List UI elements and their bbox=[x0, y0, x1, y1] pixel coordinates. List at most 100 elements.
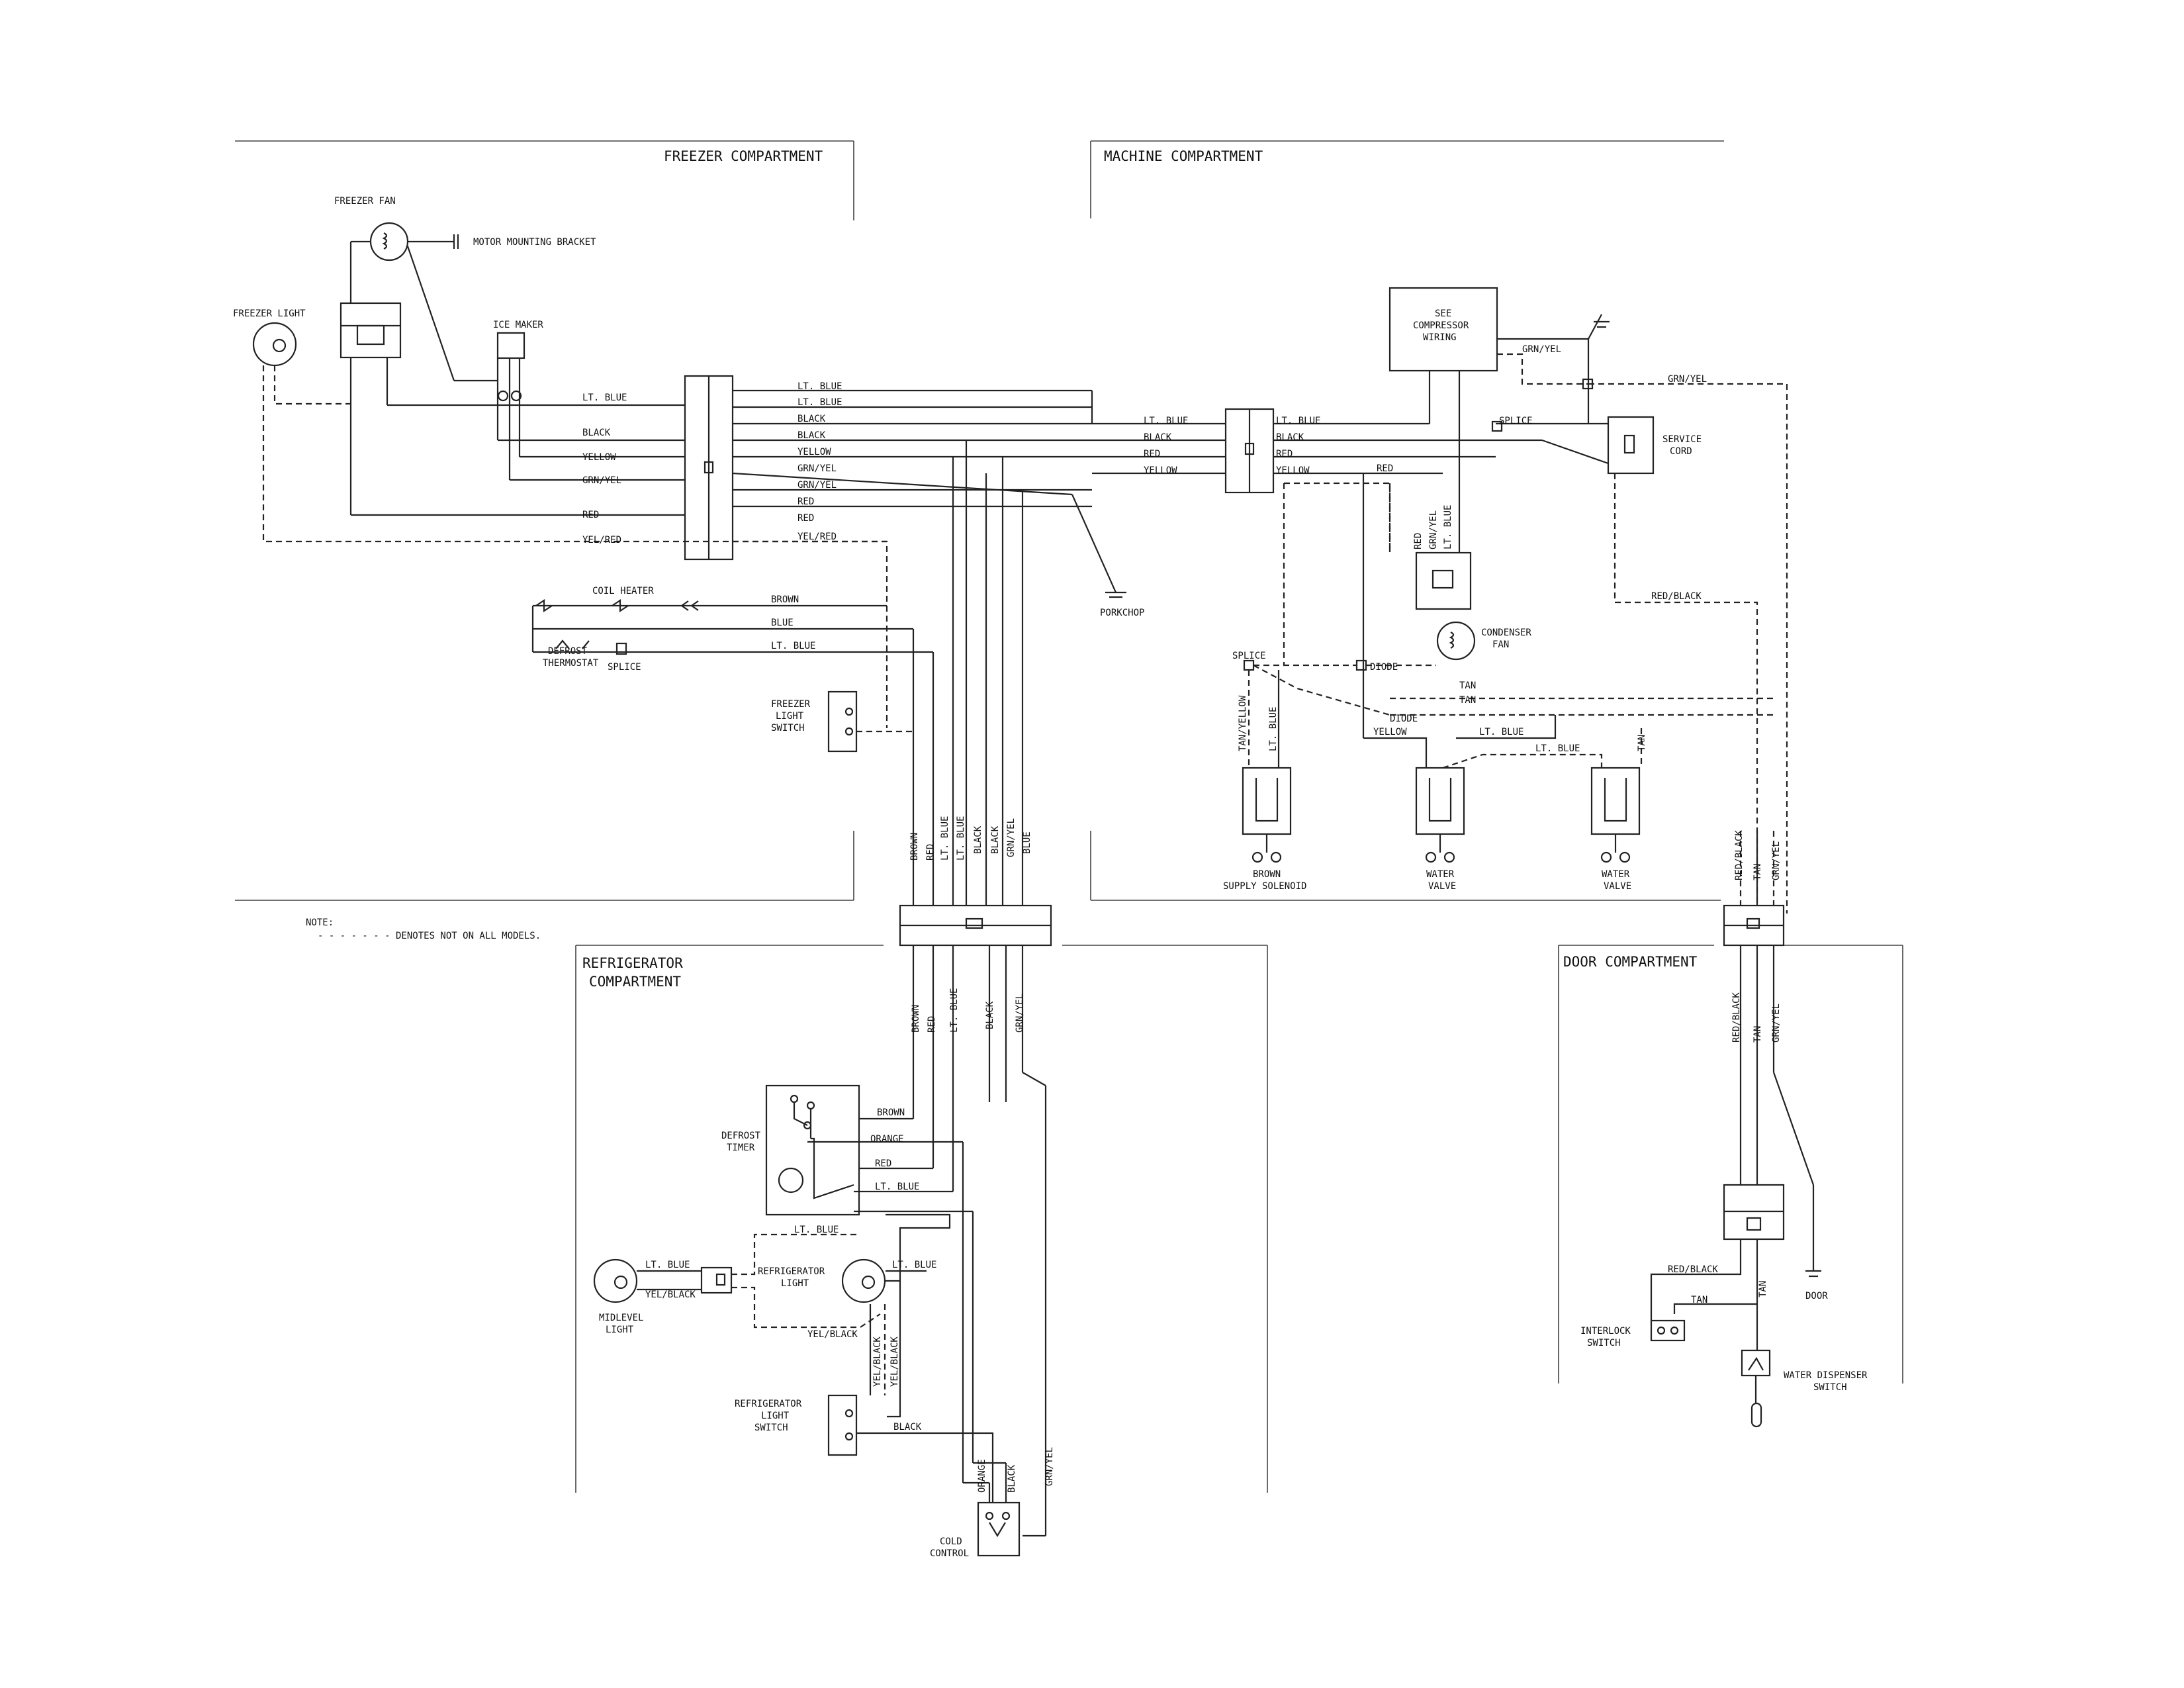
freezer-fan-plug bbox=[340, 302, 402, 359]
interlock-switch-label-2: SWITCH bbox=[1587, 1338, 1621, 1348]
freezer-light-switch-label-3: SWITCH bbox=[771, 723, 805, 733]
door-wiring: DOOR RED/BLACK TAN GRN/YEL RED/BLACK TAN… bbox=[1580, 830, 1868, 1428]
vwire-grn-yel-d2: GRN/YEL bbox=[1771, 1004, 1782, 1043]
wire-lt-blue-m5: LT. BLUE bbox=[1535, 743, 1580, 754]
wire-yel-red-a: YEL/RED bbox=[582, 535, 621, 545]
water-valve-1-label-2: VALVE bbox=[1428, 881, 1456, 892]
vwire-red-r: RED bbox=[927, 1016, 937, 1033]
interlock-switch-label-1: INTERLOCK bbox=[1580, 1326, 1631, 1336]
midlevel-light-label-2: LIGHT bbox=[606, 1325, 634, 1335]
refrigerator-light-switch: REFRIGERATOR LIGHT SWITCH bbox=[735, 1394, 858, 1456]
see-compressor-wiring-box: SEE COMPRESSOR WIRING bbox=[1388, 287, 1498, 372]
cold-control-label-2: CONTROL bbox=[930, 1548, 969, 1559]
defrost-timer: DEFROST TIMER bbox=[721, 1084, 860, 1216]
wire-lt-blue-r2: LT. BLUE bbox=[794, 1225, 839, 1235]
wire-red-c: RED bbox=[797, 513, 814, 524]
vwire-tan-d1: TAN bbox=[1752, 864, 1763, 880]
wire-lt-blue-b: LT. BLUE bbox=[797, 381, 842, 392]
wire-lt-blue-m4: LT. BLUE bbox=[1479, 727, 1524, 737]
machine-harness-connector bbox=[1224, 408, 1275, 494]
freezer-trunk-labels: BROWN RED LT. BLUE LT. BLUE BLACK BLACK … bbox=[909, 816, 1032, 861]
coil-heater-label: COIL HEATER bbox=[592, 586, 654, 596]
midlevel-light-plug bbox=[700, 1266, 733, 1294]
wire-red-b: RED bbox=[797, 496, 814, 507]
wire-grn-yel-b: GRN/YEL bbox=[797, 463, 837, 474]
wire-lt-blue-m3: LT. BLUE bbox=[1276, 416, 1320, 426]
water-valve-2: WATER VALVE bbox=[1590, 767, 1641, 892]
vwire-tan-d3: TAN bbox=[1758, 1281, 1768, 1297]
water-valve-1-label-1: WATER bbox=[1426, 869, 1455, 880]
wire-orange-r: ORANGE bbox=[870, 1134, 904, 1145]
water-valve-2-label-1: WATER bbox=[1602, 869, 1630, 880]
door-label: DOOR bbox=[1805, 1291, 1828, 1301]
wire-red-black-m: RED/BLACK bbox=[1651, 591, 1702, 602]
freezer-light-label: FREEZER LIGHT bbox=[233, 308, 306, 319]
freezer-light-switch-label-2: LIGHT bbox=[776, 711, 804, 722]
wire-blue-a: BLUE bbox=[771, 618, 794, 628]
service-cord-label-2: CORD bbox=[1670, 446, 1692, 457]
vwire-tan-d2: TAN bbox=[1752, 1026, 1763, 1043]
refrigerator-compartment-title-2: COMPARTMENT bbox=[589, 974, 681, 990]
ice-maker-label: ICE MAKER bbox=[493, 320, 543, 330]
diode-label-1: DIODE bbox=[1370, 662, 1398, 673]
vwire-grn-yel-m: GRN/YEL bbox=[1428, 510, 1439, 549]
refrigerator-light-switch-label-3: SWITCH bbox=[754, 1423, 788, 1433]
freezer-wiring bbox=[262, 240, 1226, 906]
ice-maker: ICE MAKER bbox=[493, 320, 543, 402]
cold-control: COLD CONTROL bbox=[930, 1501, 1021, 1559]
diode-label-2: DIODE bbox=[1390, 714, 1418, 724]
wire-yel-black-r1: YEL/BLACK bbox=[645, 1289, 696, 1300]
wire-brown-a: BROWN bbox=[771, 594, 799, 605]
wire-red-black-d3: RED/BLACK bbox=[1668, 1264, 1718, 1275]
splice-label-machine: SPLICE bbox=[1232, 651, 1266, 661]
refrigerator-compartment-title-1: REFRIGERATOR bbox=[582, 955, 683, 971]
water-valve-2-label-2: VALVE bbox=[1604, 881, 1631, 892]
wire-red-d: RED bbox=[1144, 449, 1160, 459]
vwire-blue-a: BLUE bbox=[1022, 831, 1032, 854]
vwire-lt-blue-m: LT. BLUE bbox=[1443, 505, 1453, 549]
vwire-red-a: RED bbox=[925, 844, 936, 861]
note-title: NOTE: bbox=[306, 917, 334, 928]
defrost-thermostat-label-2: THERMOSTAT bbox=[543, 658, 599, 669]
brown-supply-label-1: BROWN bbox=[1253, 869, 1281, 880]
wire-yellow-b: YELLOW bbox=[797, 447, 831, 457]
wire-lt-blue-d: LT. BLUE bbox=[771, 641, 815, 651]
vwire-black-r: BLACK bbox=[985, 1001, 995, 1029]
vwire-yel-black-r1: YEL/BLACK bbox=[872, 1336, 883, 1387]
wire-grn-yel-m2: GRN/YEL bbox=[1668, 374, 1707, 385]
wire-tan-d3: TAN bbox=[1691, 1295, 1707, 1305]
note-text: - - - - - - - DENOTES NOT ON ALL MODELS. bbox=[318, 931, 541, 941]
wire-red-m2: RED bbox=[1276, 449, 1293, 459]
condenser-fan: CONDENSER FAN bbox=[1415, 551, 1531, 661]
midlevel-light: MIDLEVEL LIGHT bbox=[593, 1258, 643, 1335]
wire-black-r: BLACK bbox=[893, 1422, 922, 1432]
vwire-grn-yel-r: GRN/YEL bbox=[1015, 994, 1025, 1033]
wire-lt-blue-r1: LT. BLUE bbox=[875, 1182, 919, 1192]
machine-wiring: SPLICE DIODE DIODE RED GRN/YEL LT. BLUE … bbox=[1232, 314, 1788, 914]
refrigerator-light-switch-label-2: LIGHT bbox=[761, 1411, 790, 1421]
refrigerator-light: REFRIGERATOR LIGHT bbox=[758, 1258, 886, 1303]
vwire-grn-yel-a: GRN/YEL bbox=[1006, 818, 1017, 857]
condenser-fan-label-1: CONDENSER bbox=[1481, 628, 1531, 638]
midlevel-light-label-1: MIDLEVEL bbox=[599, 1313, 643, 1323]
door-harness-connector bbox=[1723, 904, 1785, 947]
vwire-black-r2: BLACK bbox=[1007, 1464, 1017, 1493]
vwire-orange-r: ORANGE bbox=[977, 1459, 987, 1493]
refrigerator-light-label-1: REFRIGERATOR bbox=[758, 1266, 825, 1277]
vwire-yel-black-r2: YEL/BLACK bbox=[889, 1336, 900, 1387]
refrigerator-harness-connector bbox=[899, 904, 1052, 947]
vwire-black-b: BLACK bbox=[990, 825, 1001, 854]
wire-red-a: RED bbox=[582, 510, 599, 520]
wire-yellow-m2: YELLOW bbox=[1373, 727, 1407, 737]
wire-black-m: BLACK bbox=[1276, 432, 1304, 443]
wire-yellow-c: YELLOW bbox=[1144, 465, 1177, 476]
see-compressor-label-2: COMPRESSOR bbox=[1413, 320, 1469, 331]
wire-brown-r: BROWN bbox=[877, 1107, 905, 1118]
wire-red-r: RED bbox=[875, 1158, 891, 1169]
wire-grn-yel-m1: GRN/YEL bbox=[1522, 344, 1561, 355]
service-cord: SERVICE CORD bbox=[1607, 416, 1702, 475]
vwire-red-m: RED bbox=[1413, 533, 1424, 549]
brown-supply-solenoid: BROWN SUPPLY SOLENOID bbox=[1223, 767, 1306, 892]
freezer-compartment-title: FREEZER COMPARTMENT bbox=[664, 148, 823, 164]
vwire-red-black-d1: RED/BLACK bbox=[1734, 830, 1745, 880]
